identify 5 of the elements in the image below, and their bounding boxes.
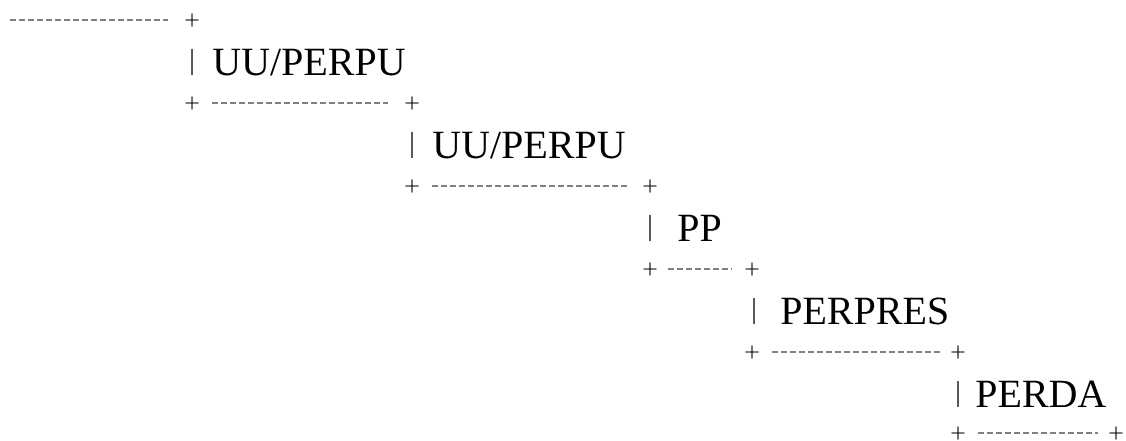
step-label: PERDA — [976, 380, 1107, 408]
step-label: PP — [678, 214, 721, 241]
step-label: UU/PERPU — [433, 131, 625, 159]
step-label: UU/PERPU — [213, 48, 405, 76]
step-label: PERPRES — [781, 297, 947, 325]
